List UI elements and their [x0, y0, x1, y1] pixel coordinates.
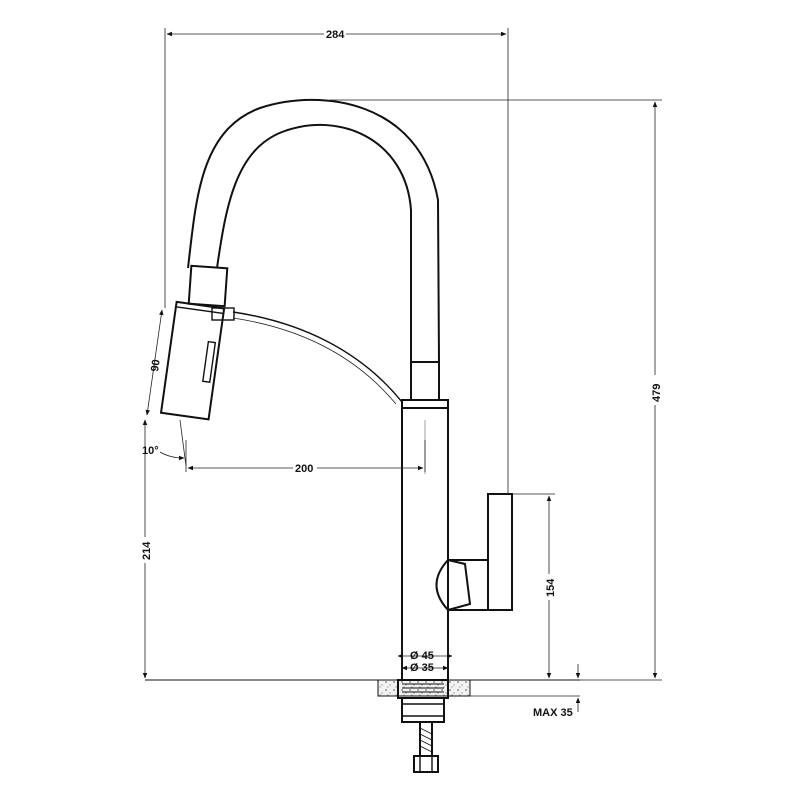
- spout-inner-curve: [216, 123, 412, 362]
- dim-spout-outlet-height: 214: [141, 541, 153, 560]
- spout-collar: [410, 361, 440, 401]
- pull-out-hose: [232, 311, 403, 403]
- spray-collar: [187, 264, 229, 308]
- lever-handle: [487, 493, 513, 611]
- dim-max-deck-thickness: MAX 35: [533, 707, 573, 719]
- shank-threads: [402, 683, 444, 693]
- dim-spray-head-length: 90: [149, 359, 163, 373]
- dim-body-outer-diameter: Ø 45: [410, 650, 434, 662]
- dimension-lines: [142, 28, 662, 712]
- dim-overall-width: 284: [326, 29, 345, 41]
- body-top-ring: [401, 399, 449, 409]
- mounting-nut: [401, 697, 445, 723]
- dim-handle-height: 154: [545, 578, 557, 597]
- supply-hose: [419, 722, 433, 756]
- spout-outer-curve: [187, 98, 440, 363]
- pull-out-hose-inner: [232, 317, 397, 405]
- dim-body-inner-diameter: Ø 35: [410, 662, 434, 674]
- lever-connector: [448, 559, 489, 611]
- hose-connector: [211, 307, 235, 321]
- dim-overall-height: 479: [651, 384, 663, 402]
- dim-spray-angle: 10°: [142, 445, 159, 457]
- supply-fitting: [413, 755, 439, 773]
- faucet-outline: [145, 98, 580, 773]
- dim-spout-reach: 200: [295, 463, 313, 475]
- lever-cone: [435, 558, 472, 612]
- spray-head: [159, 300, 226, 421]
